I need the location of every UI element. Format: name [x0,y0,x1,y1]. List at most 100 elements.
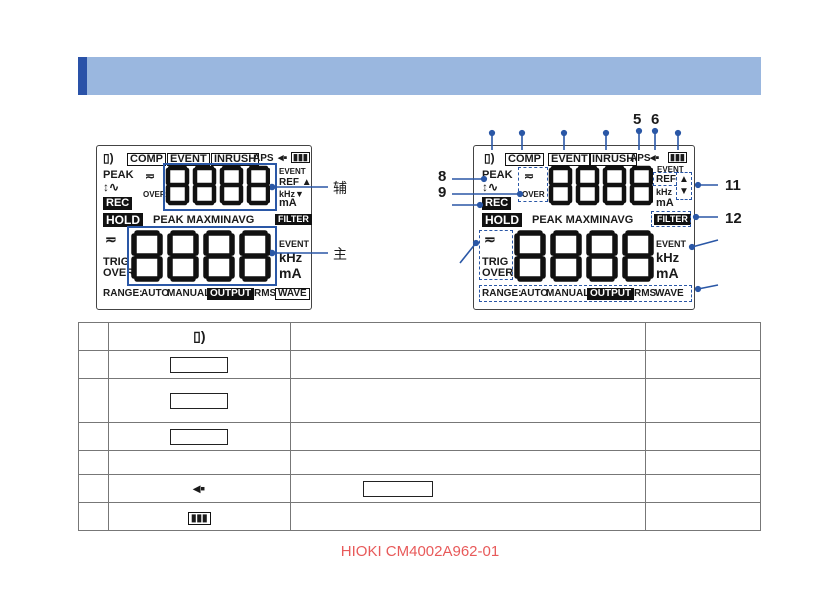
main-display-highlight [127,226,277,286]
range-label-r: RANGE: [482,288,522,299]
inrush-label-r: INRUSH [589,153,638,166]
bluetooth-icon: ▯) [103,151,114,165]
sub-display-callout: 辅 [333,181,347,197]
sub-ref-label: REF ▲ [279,177,312,188]
filter-label: FILTER [275,214,312,225]
aps-label: APS [253,153,274,164]
sub-display-highlight [163,163,277,211]
blank-indicator-box [170,392,229,409]
table-row [78,450,761,475]
event-small-label-r: EVENT [657,165,684,174]
over-small-label-r: OVER [522,190,545,199]
rms-label-r: RMS [634,288,657,299]
section-header-band [78,57,761,95]
sub-khz-label-r: kHz [656,187,673,197]
hold-label-r: HOLD [482,213,522,227]
main-event-label: EVENT [279,239,310,249]
indicator-table: ▯) ◂▪ ▮▮▮ [78,322,761,531]
rec-label-r: REC [482,197,512,210]
table-row: ▯) [78,322,761,351]
callout-5: 5 [633,111,642,128]
plug-icon: ◂▪ [278,152,288,164]
manual-label-r: MANUAL [546,288,590,299]
output-label-r: OUTPUT [587,288,635,300]
over-small-label: OVER [143,190,166,199]
wave-label-r: WAVE [655,288,684,299]
main-khz-label-r: kHz [656,250,680,265]
sub-digits [165,165,270,206]
auto-label: AUTO [141,288,170,299]
table-row: ◂▪ [78,474,761,503]
callout-11: 11 [725,177,741,194]
peak-wave-icon-r: ↕∿ [482,180,499,194]
plug-icon-r: ◂▪ [650,152,660,164]
sub-ref-label-r: REF [656,174,676,185]
peak-max-min-avg-label: PEAK MAXMINAVG [153,214,255,226]
blank-indicator-box [170,356,229,373]
ripple-icon: ≂ [145,169,156,183]
rec-label: REC [103,197,133,210]
section-header-marker [78,57,87,95]
peak-label-r: PEAK [482,169,513,181]
ripple-over-highlight [518,167,548,202]
hold-label: HOLD [103,213,143,227]
table-row: ▮▮▮ [78,502,761,531]
blank-indicator-box [170,428,229,445]
over-label: OVER [103,267,135,279]
callout-8: 8 [438,168,447,185]
table-row [78,350,761,379]
arrow-highlight [676,172,692,200]
peak-label: PEAK [103,169,134,181]
right-callout-lines [452,127,719,293]
sub-ma-label: mA [279,197,297,209]
event-label-r: EVENT [548,153,591,166]
range-label: RANGE: [103,288,143,299]
bottom-row-highlight [479,285,692,302]
main-digits-r [514,230,654,282]
lcd-panel-left: ▯) COMP EVENT INRUSH APS ◂▪ ▮▮▮ PEAK ↕∿ … [96,145,312,310]
trig-over-highlight [479,230,513,280]
wave-label: WAVE [275,288,310,300]
main-event-label-r: EVENT [656,239,687,249]
down-arrow-icon: ▼ [679,186,689,197]
sub-khz-label: kHz▼ [279,189,304,199]
peak-max-min-avg-label-r: PEAK MAXMINAVG [532,214,634,226]
over-label-r: OVER [482,267,514,279]
filter-highlight [651,211,691,227]
battery-icon: ▮▮▮ [291,152,310,163]
trig-label: TRIG [103,256,130,268]
ac-dc-icon-r: ≂ [484,231,496,247]
aps-label-r: APS [630,153,651,164]
footer-code: HIOKI CM4002A962-01 [340,543,500,560]
ac-dc-icon: ≂ [105,231,117,247]
peak-wave-icon: ↕∿ [103,180,120,194]
bluetooth-icon-r: ▯) [484,151,495,165]
up-arrow-icon: ▲ [679,174,689,185]
sub-digits-r [548,165,653,206]
event-label: EVENT [167,153,210,166]
auto-label-r: AUTO [520,288,549,299]
table-row [78,422,761,451]
callout-12: 12 [725,210,742,227]
lcd-panel-right: ▯) COMP EVENT INRUSH APS ◂▪ ▮▮▮ EVENT PE… [473,145,695,310]
main-khz-label: kHz [279,250,303,265]
main-ma-label: mA [279,265,302,281]
ripple-icon-r: ≂ [524,169,535,183]
main-ma-label-r: mA [656,265,679,281]
sub-event-label: EVENT [279,167,306,176]
manual-label: MANUAL [167,288,211,299]
rms-label: RMS [254,288,277,299]
output-label: OUTPUT [207,288,255,300]
callout-6: 6 [651,111,660,128]
inrush-label: INRUSH [211,153,260,166]
main-display-callout: 主 [333,247,347,263]
sub-ma-label-r: mA [656,197,674,209]
battery-icon-r: ▮▮▮ [668,152,687,163]
blank-indicator-box [362,480,433,497]
bluetooth-icon: ▯) [193,328,206,344]
battery-icon: ▮▮▮ [188,511,211,525]
filter-label-r: FILTER [654,214,691,225]
trig-label-r: TRIG [482,256,509,268]
comp-label-r: COMP [505,153,544,166]
left-callout-lines [270,183,328,257]
